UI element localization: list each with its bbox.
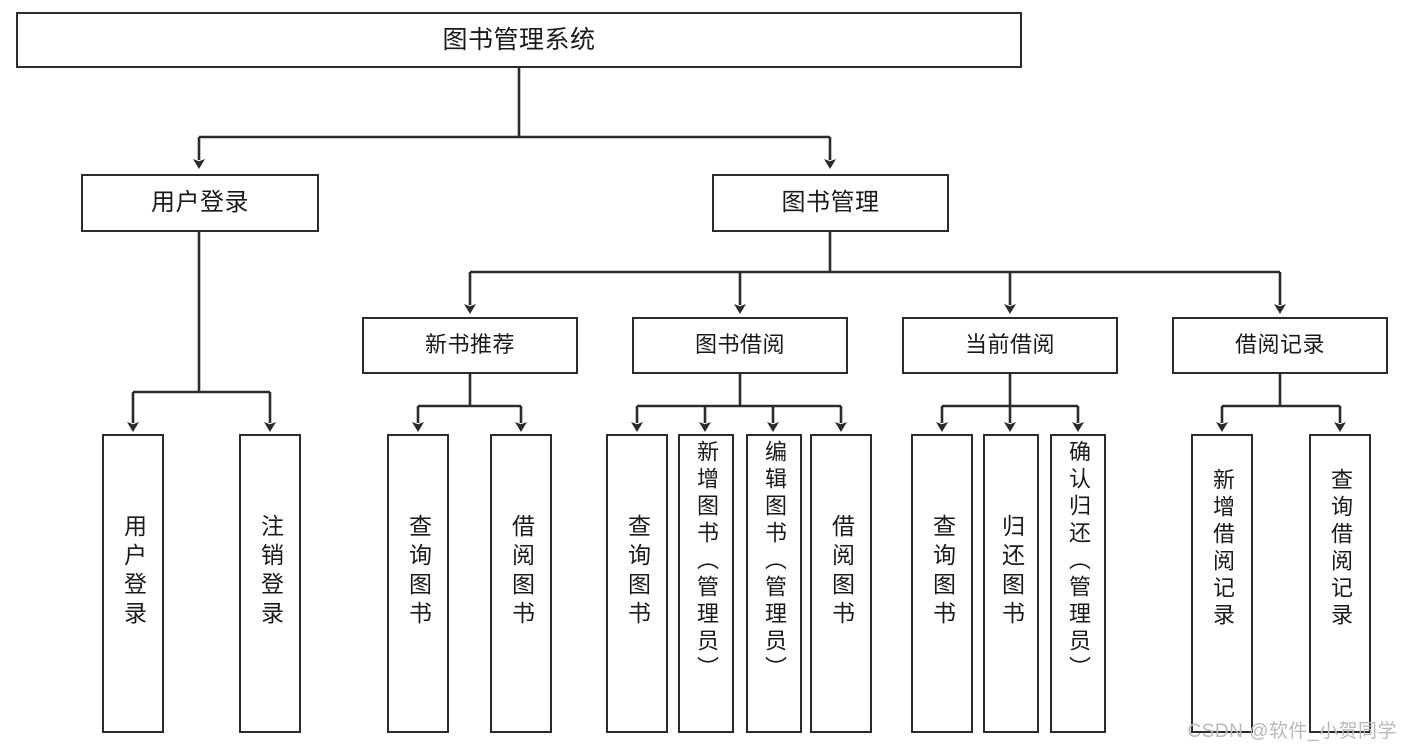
leaf-query-book-2-label: 查询图书 — [624, 514, 651, 630]
leaf-edit-book-label: 编辑图书（管理员） — [762, 440, 787, 683]
node-root[interactable]: 图书管理系统 — [16, 12, 1022, 68]
leaf-borrow-book-1-label: 借阅图书 — [508, 514, 535, 630]
leaf-query-book-2[interactable]: 查询图书 — [606, 434, 668, 733]
node-book-management-label: 图书管理 — [781, 188, 880, 216]
leaf-user-login-label: 用户登录 — [120, 514, 147, 630]
leaf-confirm-return-label: 确认归还（管理员） — [1066, 440, 1091, 683]
node-book-management[interactable]: 图书管理 — [712, 174, 949, 232]
leaf-borrow-book-2-label: 借阅图书 — [828, 514, 855, 630]
leaf-add-record-label: 新增借阅记录 — [1210, 468, 1235, 630]
leaf-query-book-3-label: 查询图书 — [929, 514, 956, 630]
leaf-logout-label: 注销登录 — [257, 514, 284, 630]
leaf-add-book-label: 新增图书（管理员） — [694, 440, 719, 683]
leaf-return-book-label: 归还图书 — [998, 514, 1025, 630]
node-borrow-record-label: 借阅记录 — [1234, 332, 1325, 358]
node-current-borrow-label: 当前借阅 — [964, 332, 1055, 358]
node-borrow-record[interactable]: 借阅记录 — [1172, 317, 1388, 374]
leaf-borrow-book-2[interactable]: 借阅图书 — [810, 434, 872, 733]
watermark: CSDN @软件_小贺同学 — [1187, 721, 1397, 742]
node-user-login[interactable]: 用户登录 — [81, 174, 319, 232]
leaf-query-record-label: 查询借阅记录 — [1328, 468, 1353, 630]
leaf-query-book-1-label: 查询图书 — [405, 514, 432, 630]
leaf-add-book[interactable]: 新增图书（管理员） — [678, 434, 734, 733]
leaf-query-book-1[interactable]: 查询图书 — [387, 434, 449, 733]
node-book-borrow[interactable]: 图书借阅 — [632, 317, 848, 374]
node-new-book-recommend-label: 新书推荐 — [424, 332, 515, 358]
node-new-book-recommend[interactable]: 新书推荐 — [362, 317, 578, 374]
leaf-logout[interactable]: 注销登录 — [239, 434, 301, 733]
leaf-return-book[interactable]: 归还图书 — [983, 434, 1039, 733]
leaf-user-login[interactable]: 用户登录 — [102, 434, 164, 733]
leaf-edit-book[interactable]: 编辑图书（管理员） — [746, 434, 802, 733]
node-root-label: 图书管理系统 — [442, 26, 596, 54]
leaf-add-record[interactable]: 新增借阅记录 — [1191, 434, 1253, 733]
node-user-login-label: 用户登录 — [151, 188, 249, 216]
node-book-borrow-label: 图书借阅 — [694, 332, 785, 358]
node-current-borrow[interactable]: 当前借阅 — [902, 317, 1118, 374]
leaf-confirm-return[interactable]: 确认归还（管理员） — [1050, 434, 1106, 733]
leaf-query-record[interactable]: 查询借阅记录 — [1309, 434, 1371, 733]
leaf-query-book-3[interactable]: 查询图书 — [911, 434, 973, 733]
leaf-borrow-book-1[interactable]: 借阅图书 — [490, 434, 552, 733]
